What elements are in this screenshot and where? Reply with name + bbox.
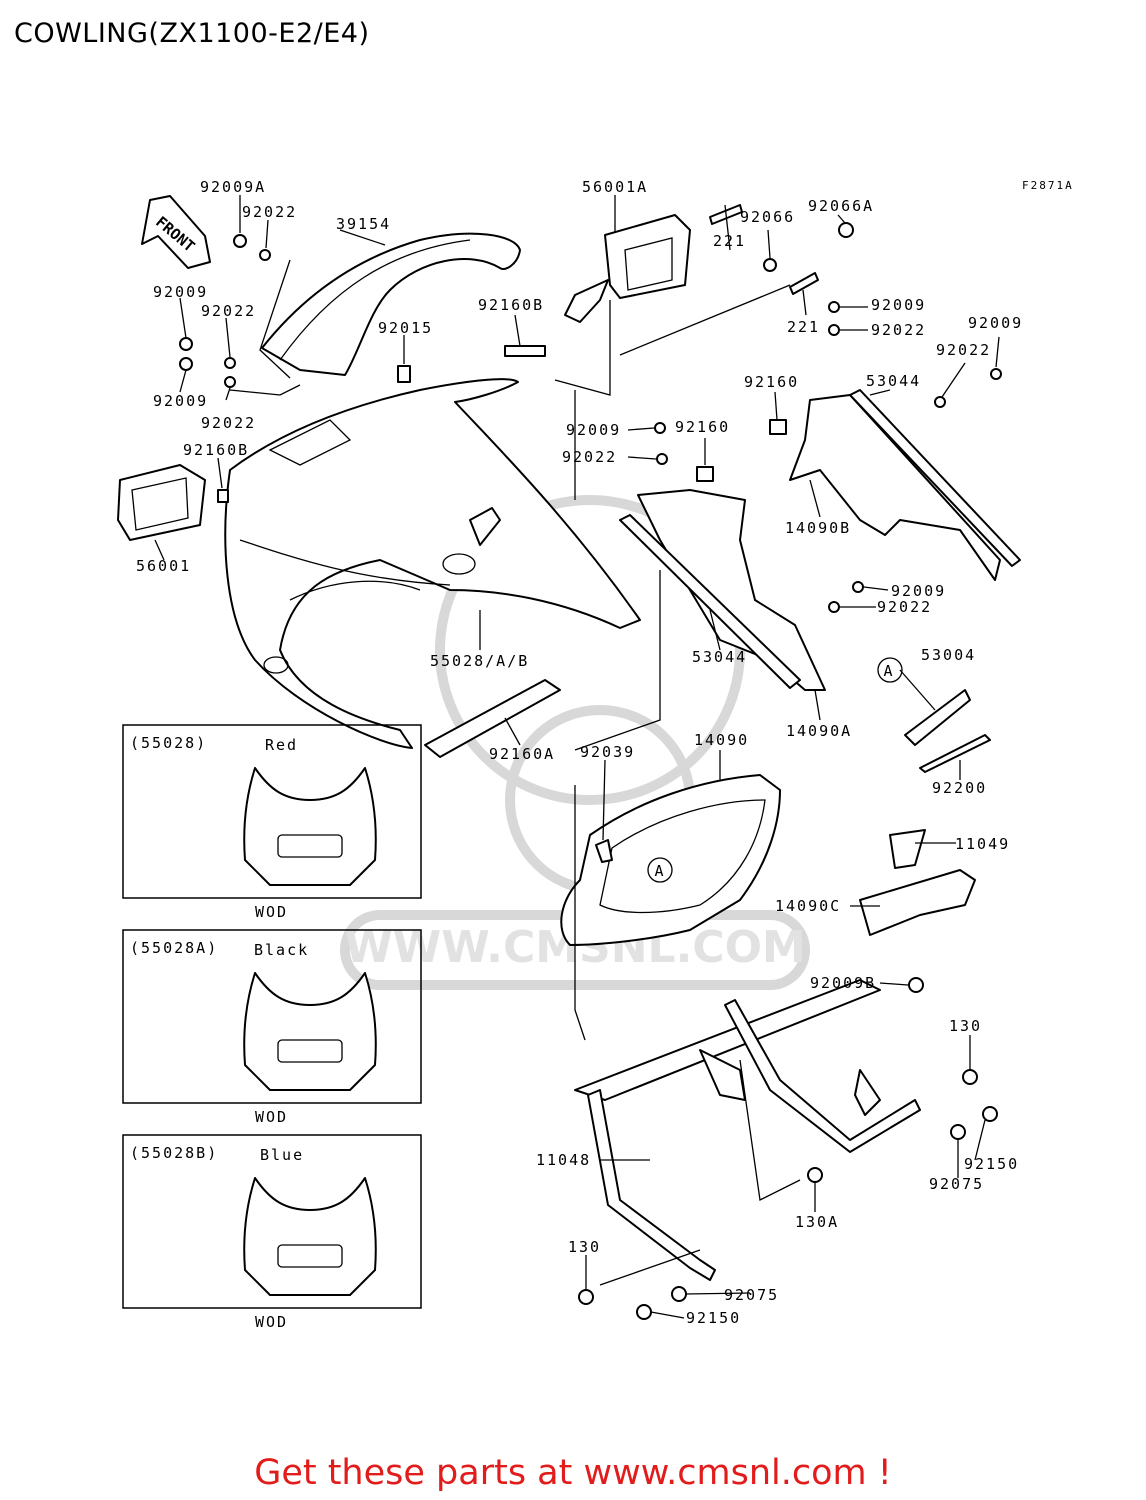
variant-tag: WOD <box>255 1313 288 1331</box>
callout-92039: 92039 <box>580 743 635 761</box>
variant-tag: WOD <box>255 1108 288 1126</box>
callout-92022: 92022 <box>877 598 932 616</box>
callout-92160b: 92160B <box>478 296 544 314</box>
callout-14090c: 14090C <box>775 897 841 915</box>
callout-56001: 56001 <box>136 557 191 575</box>
callout-14090: 14090 <box>694 731 749 749</box>
callout-92160a: 92160A <box>489 745 555 763</box>
figure-code: F2871A <box>1022 179 1074 192</box>
leader-lines <box>154 195 1000 1319</box>
variant-code: (55028B) <box>130 1144 218 1162</box>
variant-box-red: (55028) Red WOD <box>122 724 422 921</box>
variant-color: Blue <box>260 1146 304 1164</box>
callout-39154: 39154 <box>336 215 391 233</box>
callout-55028-a-b: 55028/A/B <box>430 652 529 670</box>
callout-labels: 92009A 92022 39154 56001A 92066 92066A 2… <box>136 178 1074 1327</box>
variant-box-blue: (55028B) Blue WOD <box>122 1134 422 1331</box>
callout-92022: 92022 <box>936 341 991 359</box>
right-mirror-shape <box>604 214 691 299</box>
callout-92150: 92150 <box>686 1309 741 1327</box>
callout-92009a: 92009A <box>200 178 266 196</box>
variant-code: (55028) <box>130 734 207 752</box>
side-cowl-upper-shape <box>789 394 1001 581</box>
variant-color: Black <box>254 941 309 959</box>
front-arrow-icon: FRONT <box>141 195 211 269</box>
variant-code: (55028A) <box>130 939 218 957</box>
clip-92200 <box>919 734 991 773</box>
callout-11048: 11048 <box>536 1151 591 1169</box>
callout-92066: 92066 <box>740 208 795 226</box>
callout-92022: 92022 <box>201 302 256 320</box>
left-mirror-shape <box>117 464 206 541</box>
variant-color: Red <box>265 736 298 754</box>
callout-92009b: 92009B <box>810 974 876 992</box>
callout-92150: 92150 <box>964 1155 1019 1173</box>
upper-cowl-shape <box>261 232 521 376</box>
trim-strip-upper <box>849 389 1021 567</box>
callout-92022: 92022 <box>562 448 617 466</box>
inner-panel-shape <box>560 774 781 946</box>
main-fairing-shape <box>224 378 641 749</box>
callout-130a: 130A <box>795 1213 839 1231</box>
callout-92022: 92022 <box>242 203 297 221</box>
bracket-14090c <box>859 869 976 936</box>
fastener-icons <box>179 204 1002 1320</box>
trim-strip-lower <box>619 514 801 689</box>
callout-92075: 92075 <box>724 1286 779 1304</box>
callout-130: 130 <box>568 1238 601 1256</box>
callout-92009: 92009 <box>891 582 946 600</box>
callout-a-marker: A <box>654 862 665 880</box>
callout-53004: 53004 <box>921 646 976 664</box>
callout-221: 221 <box>787 318 820 336</box>
callout-92160: 92160 <box>744 373 799 391</box>
callout-53044: 53044 <box>866 372 921 390</box>
callout-92200: 92200 <box>932 779 987 797</box>
footer-link[interactable]: Get these parts at www.cmsnl.com ! <box>254 1453 892 1493</box>
callout-56001a: 56001A <box>582 178 648 196</box>
callout-92009: 92009 <box>153 283 208 301</box>
callout-92022: 92022 <box>871 321 926 339</box>
callout-130: 130 <box>949 1017 982 1035</box>
callout-11049: 11049 <box>955 835 1010 853</box>
callout-92022: 92022 <box>201 414 256 432</box>
callout-a-marker: A <box>883 662 894 680</box>
callout-92160: 92160 <box>675 418 730 436</box>
callout-92066a: 92066A <box>808 197 874 215</box>
callout-14090a: 14090A <box>786 722 852 740</box>
callout-92160b: 92160B <box>183 441 249 459</box>
bracket-11049 <box>889 829 926 869</box>
variant-tag: WOD <box>255 903 288 921</box>
callout-92009: 92009 <box>968 314 1023 332</box>
callout-14090b: 14090B <box>785 519 851 537</box>
callout-221: 221 <box>713 232 746 250</box>
foam-strip-92160a <box>424 679 561 758</box>
callout-92009: 92009 <box>153 392 208 410</box>
stay-frame-11048 <box>574 979 921 1281</box>
callout-92009: 92009 <box>871 296 926 314</box>
variant-box-black: (55028A) Black WOD <box>122 929 422 1126</box>
callout-92075: 92075 <box>929 1175 984 1193</box>
callout-92015: 92015 <box>378 319 433 337</box>
plate-53004 <box>904 689 971 746</box>
callout-53044: 53044 <box>692 648 747 666</box>
callout-92009: 92009 <box>566 421 621 439</box>
page-title: COWLING(ZX1100-E2/E4) <box>14 18 370 49</box>
